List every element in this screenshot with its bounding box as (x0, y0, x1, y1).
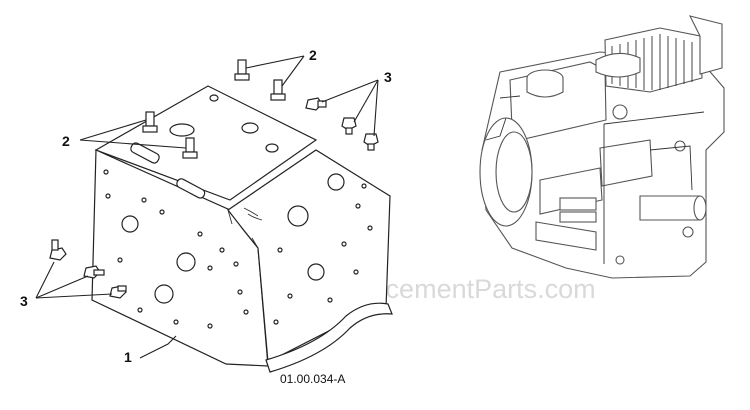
stud-left-b (182, 137, 198, 159)
stud-top-b (270, 79, 286, 101)
engine-illustration (479, 15, 725, 279)
callout-2-left: 2 (62, 133, 70, 149)
callout-2-top: 2 (309, 47, 317, 63)
stud-left-a (142, 111, 158, 133)
bolt-left-a (49, 239, 67, 261)
bolt-top-b (341, 117, 357, 135)
frame-housing (91, 85, 393, 373)
bolt-left-b (83, 265, 105, 279)
callout-3-top: 3 (384, 69, 392, 85)
stud-fasteners (142, 59, 286, 159)
leader-lines (35, 55, 379, 359)
stud-top-a (234, 59, 250, 81)
bolt-top-a (305, 97, 327, 111)
callout-1: 1 (124, 349, 132, 365)
bolt-fasteners (49, 97, 379, 299)
callout-3-left: 3 (20, 293, 28, 309)
bolt-left-c (109, 285, 127, 299)
frame-holes (103, 169, 373, 329)
bolt-top-c (363, 133, 379, 151)
drawing-code: 01.00.034-A (280, 372, 345, 386)
